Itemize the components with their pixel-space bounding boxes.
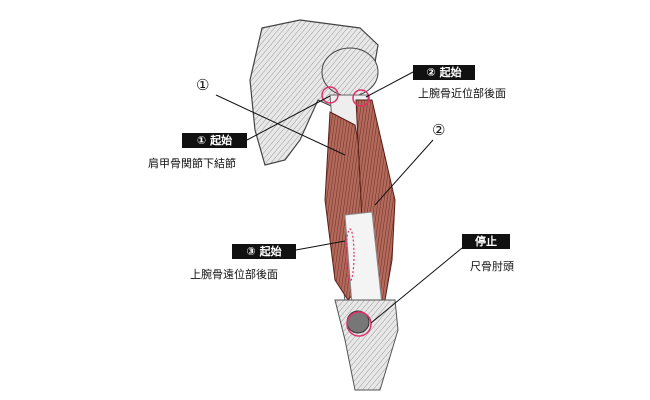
humeral-head	[321, 47, 379, 97]
head1-number: ①	[196, 76, 210, 94]
head2-number: ②	[432, 121, 446, 139]
insertion-marker	[346, 311, 372, 337]
origin1-marker	[321, 86, 339, 104]
origin2-marker	[352, 89, 370, 107]
origin3-desc: 上腕骨遠位部後面	[190, 268, 278, 281]
leader-lines	[215, 71, 463, 324]
origin2-tag: ② 起始	[413, 65, 475, 80]
forearm	[334, 299, 399, 391]
origin3-marker	[345, 228, 355, 282]
origin2-desc: 上腕骨近位部後面	[418, 87, 506, 100]
insertion-tag: 停止	[462, 234, 510, 249]
origin1-tag: ① 起始	[182, 133, 247, 148]
origin3-tag: ③ 起始	[232, 244, 296, 259]
insertion-desc: 尺骨肘頭	[470, 260, 514, 273]
origin1-desc: 肩甲骨関節下結節	[148, 157, 236, 170]
